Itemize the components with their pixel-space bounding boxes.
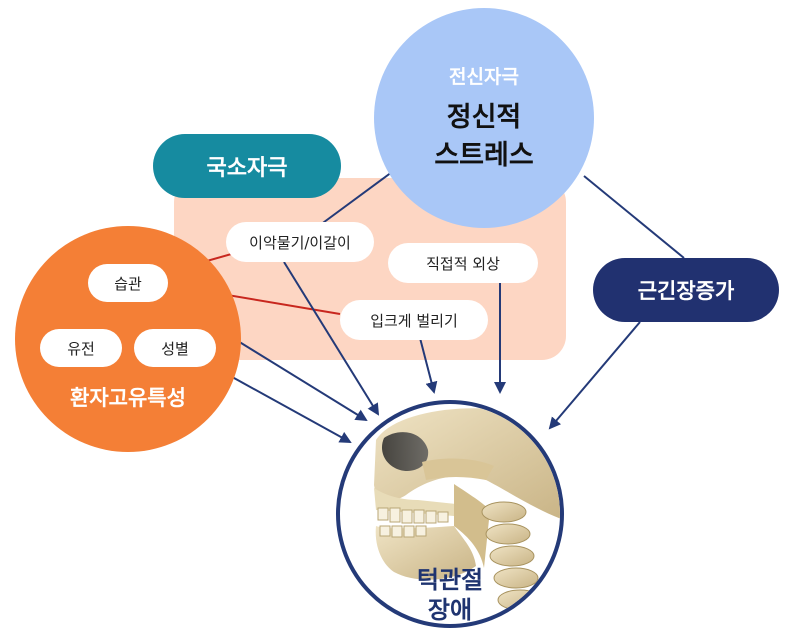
patient-item-habit: 습관 (88, 264, 168, 302)
tmj-disorder-line1: 턱관절 (416, 565, 484, 594)
global-stimulus-line1: 정신적 (446, 101, 522, 133)
stress-muscle-link (583, 175, 685, 259)
local-stimulus-header: 국소자극 (153, 134, 341, 198)
global-stimulus-subtitle: 전신자극 (449, 65, 519, 88)
global-stimulus-circle (374, 8, 594, 228)
muscle-tmj-arrow (548, 321, 641, 430)
patient-item-genetics: 유전 (40, 329, 122, 367)
mouth-open-tmj-arrow (419, 337, 438, 394)
local-item-mouth-open: 입크게 벌리기 (340, 300, 488, 340)
muscle-tension-pill: 근긴장증가 (593, 258, 779, 322)
global-stimulus-line2: 스트레스 (434, 139, 534, 171)
tmj-disorder-line2: 장애 (427, 595, 473, 624)
patient-characteristics-title: 환자고유특성 (70, 386, 186, 410)
local-item-trauma: 직접적 외상 (388, 243, 538, 283)
bruxism-tmj-arrow (283, 261, 380, 416)
tmj-disorder-circle (336, 400, 564, 628)
skull-illustration (374, 408, 560, 624)
patient-item-gender: 성별 (134, 329, 216, 367)
local-item-bruxism: 이악물기/이갈이 (226, 222, 374, 262)
stress-bruxism-link (315, 171, 393, 229)
